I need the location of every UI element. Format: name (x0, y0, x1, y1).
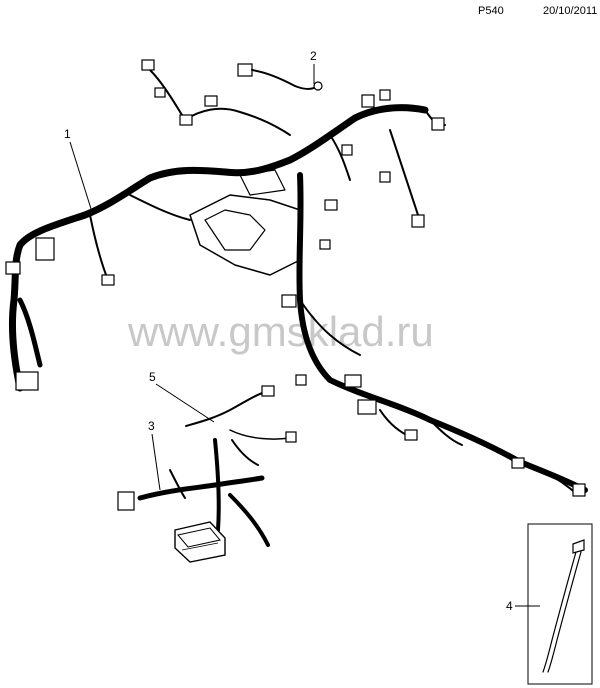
diagram-code: P540 (478, 5, 504, 17)
lower-harness (117, 438, 270, 563)
jumper-harness (237, 63, 323, 91)
callout-3: 3 (148, 419, 161, 491)
diagram-date: 20/10/2011 (543, 5, 598, 17)
callout-5-label: 5 (149, 370, 156, 384)
callout-3-label: 3 (148, 419, 155, 433)
callout-2: 2 (310, 49, 317, 84)
callout-1: 1 (64, 127, 93, 213)
callout-5: 5 (149, 370, 215, 423)
instrument-panel-harness (5, 59, 588, 497)
callout-4-label: 4 (506, 599, 513, 613)
callout-2-label: 2 (310, 49, 317, 63)
lead-harness (185, 385, 297, 443)
tie-strap-frame (527, 523, 593, 685)
callout-4: 4 (506, 599, 540, 613)
callout-1-label: 1 (64, 127, 71, 141)
watermark: www.gmsklad.ru (127, 308, 434, 355)
